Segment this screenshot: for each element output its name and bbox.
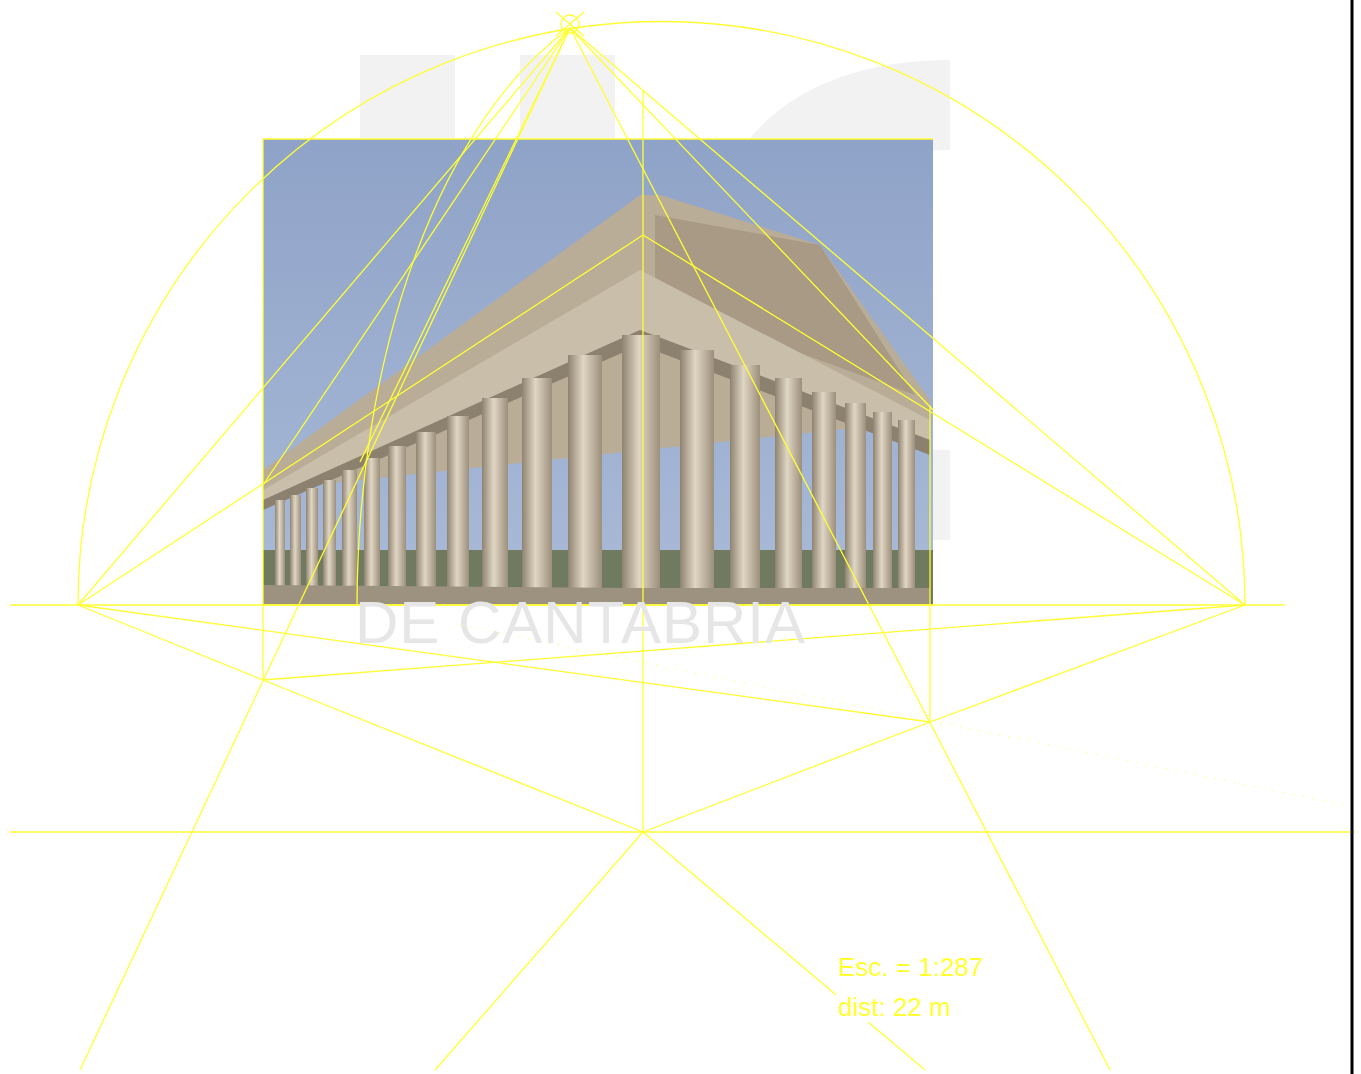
construction-lines — [10, 12, 1355, 1070]
watermark-text: DE CANTABRIA — [355, 590, 806, 656]
page-border — [1351, 0, 1354, 1074]
scale-note: Esc. = 1:287 — [836, 953, 985, 982]
distance-note: dist: 22 m — [836, 993, 953, 1022]
